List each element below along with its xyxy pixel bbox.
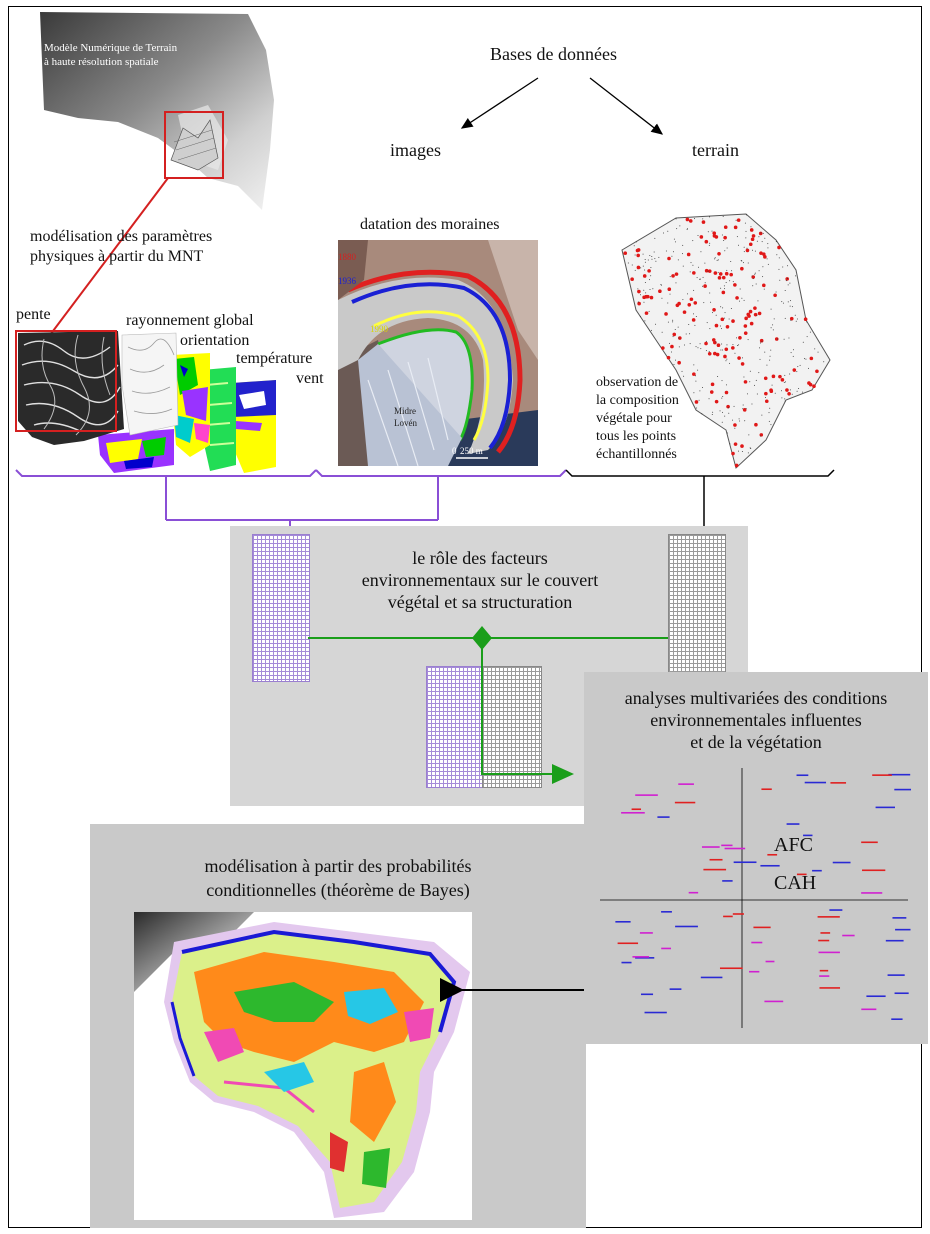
moraine-image: 1880 1936 1990 Midre Lovén 0 250 m <box>338 240 538 467</box>
analysis-line-2: environnementales influentes <box>650 710 862 730</box>
purple-grid-left <box>252 534 310 682</box>
gray-grid-right <box>668 534 726 680</box>
rayonnement-label: rayonnement global <box>126 312 254 329</box>
terrain-label: terrain <box>692 140 739 160</box>
sample-dots <box>623 214 825 468</box>
center-line-1: le rôle des facteurs <box>412 548 548 568</box>
vent-label: vent <box>296 370 324 387</box>
bayes-line-2: conditionnelles (théorème de Bayes) <box>206 880 470 900</box>
bases-arrows <box>460 77 664 135</box>
glacier-line1: Midre <box>394 406 416 416</box>
dem-image: Modèle Numérique de Terrain à haute réso… <box>38 10 278 215</box>
center-line-3: végétal et sa structuration <box>387 592 573 612</box>
afc-plot <box>600 768 912 1028</box>
bayes-line-1: modélisation à partir des probabilités <box>204 856 472 876</box>
mnt-label-line1: Modèle Numérique de Terrain <box>44 42 178 54</box>
parameter-maps <box>15 330 276 473</box>
obs-line-5: échantillonnés <box>596 447 677 462</box>
analysis-line-1: analyses multivariées des conditions <box>624 688 888 708</box>
datation-title: datation des moraines <box>360 216 500 233</box>
bayes-map <box>134 912 472 1220</box>
glacier-line2: Lovén <box>394 418 417 428</box>
model-params-line1: modélisation des paramètres <box>30 228 213 245</box>
sample-points-map <box>616 210 838 472</box>
scale-zero: 0 <box>452 446 457 456</box>
obs-line-2: la composition <box>596 393 679 408</box>
analysis-box <box>584 672 928 1044</box>
afc-points <box>615 773 912 1020</box>
red-leader-line <box>49 177 169 336</box>
bracket-connectors <box>15 469 835 534</box>
year-1990: 1990 <box>370 324 388 334</box>
bases-de-donnees-label: Bases de données <box>490 44 617 64</box>
pente-label: pente <box>16 306 51 323</box>
year-1880: 1880 <box>338 252 356 262</box>
images-label: images <box>390 140 441 160</box>
cah-label: CAH <box>774 872 817 894</box>
model-params-line2: physiques à partir du MNT <box>30 248 204 265</box>
afc-label: AFC <box>774 834 813 856</box>
orientation-label: orientation <box>180 332 250 349</box>
center-line-2: environnementaux sur le couvert <box>361 570 599 590</box>
obs-line-4: tous les points <box>596 429 677 444</box>
mnt-label-line2: à haute résolution spatiale <box>44 56 159 68</box>
temperature-label: température <box>236 350 313 367</box>
analysis-line-3: et de la végétation <box>690 732 822 752</box>
obs-line-3: végétale pour <box>596 411 672 426</box>
year-1936: 1936 <box>338 276 356 286</box>
purple-grid-bottom <box>426 666 484 788</box>
obs-line-1: observation de <box>596 375 679 390</box>
scale-label: 250 m <box>460 446 483 456</box>
